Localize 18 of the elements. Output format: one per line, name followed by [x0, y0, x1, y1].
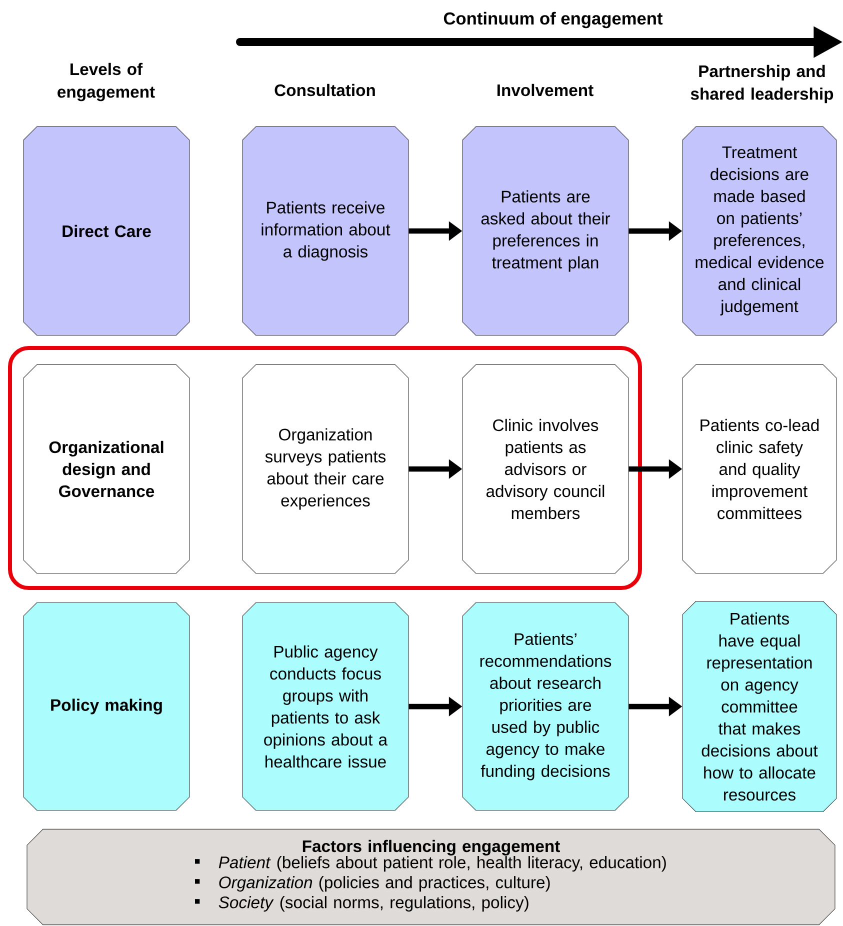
stage-box: Patients have equal representation on agency committee that makes decisions about how to allocate resources	[682, 601, 837, 812]
level-box: Policy making	[23, 602, 190, 811]
factors-box: Factors influencing engagement Patient (beliefs about patient role, health literacy, education) Organization (policies and practices, culture) Society (social norms, regulations, policy)	[26, 828, 836, 926]
stage-box: Patients are asked about their preferences in treatment plan	[462, 126, 629, 336]
column-header: Levels of engagement	[58, 62, 155, 102]
column-header: Partnership and shared leadership	[690, 64, 834, 104]
stage-box: Public agency conducts focus groups with patients to ask opinions about a healthcare issue	[242, 602, 409, 811]
stage-box: Treatment decisions are made based on patients’ preferences, medical evidence and clinical judgement	[682, 126, 837, 336]
stage-box: Patients’ recommendations about research priorities are used by public agency to make funding decisions	[462, 602, 629, 811]
column-header: Involvement	[497, 84, 594, 96]
level-box: Organizational design and Governance	[23, 364, 190, 574]
title: Continuum of engagement	[444, 12, 663, 28]
level-box: Direct Care	[23, 126, 190, 336]
column-header: Consultation	[274, 84, 375, 96]
stage-box: Organization surveys patients about their care experiences	[242, 364, 409, 574]
stage-box: Clinic involves patients as advisors or advisory council members	[462, 364, 629, 574]
stage-box: Patients co-lead clinic safety and quality improvement committees	[682, 364, 837, 574]
stage-box: Patients receive information about a diagnosis	[242, 126, 409, 336]
